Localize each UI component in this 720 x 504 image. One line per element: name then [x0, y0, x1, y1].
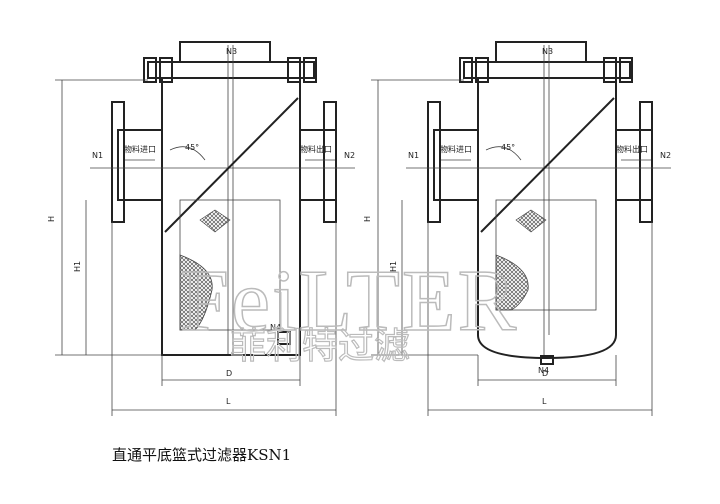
inlet-flange [427, 101, 441, 223]
watermark-chinese: 菲利特过滤 [230, 326, 410, 367]
inlet-label: 物料进口 [124, 144, 156, 154]
top-flange [147, 61, 315, 79]
top-flange [463, 61, 631, 79]
outlet-flange [639, 101, 653, 223]
angle-label: 45° [185, 143, 199, 152]
angle-arc [485, 146, 522, 161]
h1-label: H1 [73, 261, 82, 272]
n2-label: N2 [344, 151, 355, 160]
bolt [475, 57, 489, 83]
body-shell [161, 78, 301, 356]
inlet-flange [111, 101, 125, 223]
outlet-label: 物料出口 [616, 144, 648, 154]
bolt [619, 57, 633, 83]
baffle [480, 97, 615, 233]
basket-mesh [495, 254, 529, 311]
body-shell [477, 78, 617, 360]
outlet-pipe [616, 129, 653, 201]
angle-arc [169, 146, 206, 161]
bolt [287, 57, 301, 83]
n4-nozzle [277, 331, 291, 345]
bolt [159, 57, 173, 83]
d-label: D [542, 369, 548, 378]
n1-label: N1 [408, 151, 419, 160]
n2-label: N2 [660, 151, 671, 160]
n3-label: N3 [542, 47, 553, 56]
l-label: L [542, 397, 547, 406]
basket-mesh [179, 254, 213, 331]
n3-label: N3 [226, 47, 237, 56]
mesh-ornament [199, 209, 231, 233]
outlet-pipe [300, 129, 337, 201]
n4-label: N4 [270, 323, 281, 332]
n4-label: N4 [538, 366, 549, 375]
bolt [603, 57, 617, 83]
outlet-label: 物料出口 [300, 144, 332, 154]
caption: 直通平底篮式过滤器KSN1 [112, 446, 291, 464]
n1-label: N1 [92, 151, 103, 160]
handle [495, 41, 587, 62]
bolt [459, 57, 473, 83]
inlet-pipe [433, 129, 478, 201]
watermark-brand: FeiLTER [180, 253, 518, 350]
baffle [164, 97, 299, 233]
angle-label: 45° [501, 143, 515, 152]
h-label: H [363, 216, 372, 222]
l-label: L [226, 397, 231, 406]
bolt [303, 57, 317, 83]
outlet-flange [323, 101, 337, 223]
h-label: H [47, 216, 56, 222]
inlet-label: 物料进口 [440, 144, 472, 154]
inlet-pipe [117, 129, 162, 201]
d-label: D [226, 369, 232, 378]
mesh-ornament [515, 209, 547, 233]
h1-label: H1 [389, 261, 398, 272]
bolt [143, 57, 157, 83]
handle [179, 41, 271, 62]
n4-nozzle [540, 355, 554, 365]
